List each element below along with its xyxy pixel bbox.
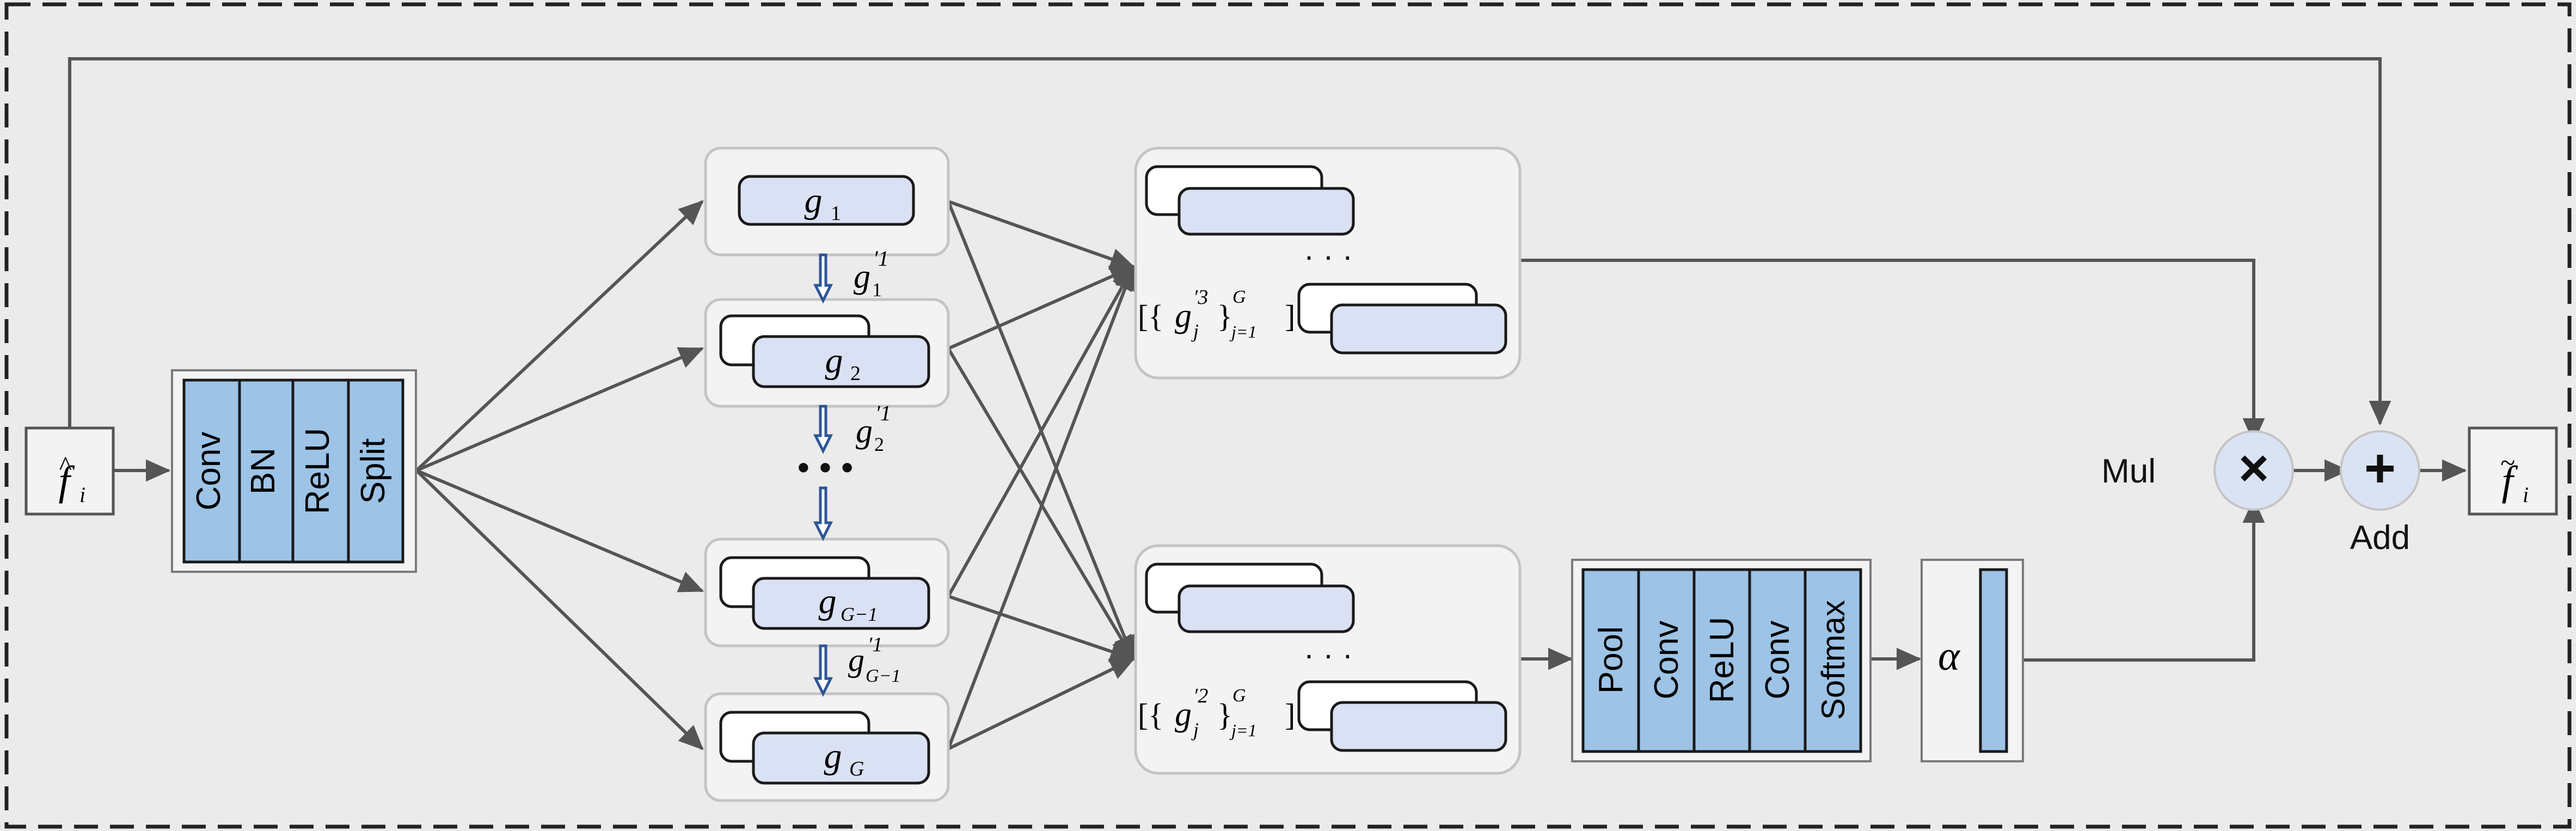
output-node: ~ f i [2468,426,2558,516]
add-label: Add [2350,519,2410,557]
attention-block: Pool Conv ReLU Conv Softmax [1571,559,1872,762]
svg-text:G−1: G−1 [866,666,901,686]
svg-text:g: g [854,258,870,295]
add-icon [2340,430,2420,511]
sequential-arrows [813,253,833,697]
stem-layer-relu: ReLU [299,428,336,515]
group-g1: g 1 [704,146,950,256]
alpha-symbol: α [1938,633,1961,679]
top-set-prime: ′3 [1193,286,1208,309]
input-accent: ^ [58,450,71,481]
transfer-label-2: g ′1 2 [856,401,891,455]
mul-op: × Mul [2101,430,2294,511]
mul-symbol: × [2238,439,2269,497]
seq-arrow-2 [813,405,833,454]
split-to-gG1-arrow [415,469,704,592]
attention-layer-conv-2: Conv [1759,621,1796,700]
add-symbol: + [2364,438,2396,499]
bottom-set-close: } [1217,697,1232,732]
stem-layer-conv: Conv [190,432,228,511]
groups-ellipsis: • • • [798,448,854,487]
alpha-to-mul-arrow [2024,498,2265,662]
svg-text:1: 1 [872,279,882,301]
input-node: ^ f i [24,426,115,516]
stem-block: Conv BN ReLU Split [171,369,417,573]
top-set-close: } [1217,298,1232,334]
gG-base: g [824,736,842,776]
gG-1-sub: G−1 [841,603,878,625]
attention-layer-relu: ReLU [1703,617,1741,704]
output-accent: ~ [2500,447,2514,478]
bottom-set-dots: · · · [1304,637,1353,673]
bottom-set-open: [{ [1138,697,1163,732]
attention-layer-pool: Pool [1592,626,1630,694]
g2-to-top-set [947,265,1136,350]
bottom-set-sup: G [1232,686,1246,706]
input-subscript: i [79,482,85,507]
svg-text:′1: ′1 [868,633,882,656]
gG-1-base: g [819,582,837,621]
alpha-box: α [1921,559,2024,762]
top-set-base: g [1175,297,1192,334]
set-box-top: · · · [{ g ′3 j } G j=1 ] [1134,146,1522,380]
top-set-end: ] [1285,298,1295,334]
attention-layer-softmax: Softmax [1815,600,1851,720]
split-to-gG-arrow [415,469,704,750]
transfer-label-1: g ′1 1 [854,246,889,301]
g2-to-bottom-set [947,347,1135,661]
attention-layer-conv-1: Conv [1648,621,1685,700]
g2-sub: 2 [850,362,861,385]
gG-sub: G [849,757,864,780]
dashed-frame [4,2,2572,829]
g1-to-top-set [948,200,1136,270]
top-set-sup: G [1232,287,1246,307]
svg-text:′1: ′1 [873,246,889,271]
connectors [68,57,2467,750]
bottom-set-base: g [1175,696,1192,733]
stem-layer-split: Split [354,438,392,504]
g1-base: g [805,181,823,221]
bottom-set-lower: j=1 [1229,720,1256,740]
seq-arrow-3 [813,486,833,541]
split-to-g2-arrow [415,347,704,472]
bottom-set-prime: ′2 [1193,685,1208,707]
g2-base: g [825,341,843,381]
svg-text:2: 2 [874,433,884,455]
stem-layer-bn: BN [244,448,282,494]
top-set-dots: · · · [1304,239,1353,274]
group-g2: g 2 [704,298,950,408]
bottom-set-end: ] [1285,697,1295,732]
mul-label: Mul [2101,453,2156,490]
gG-to-top-set [947,265,1136,750]
split-to-g1-arrow [415,200,704,472]
top-set-lower: j=1 [1229,322,1256,341]
svg-text:′1: ′1 [875,401,891,425]
add-op: + Add [2340,430,2420,557]
gG-to-bottom-set [947,657,1136,750]
output-subscript: i [2523,482,2529,507]
seq-arrow-1 [813,253,833,304]
top-set-sub: j [1191,320,1199,342]
skip-connection-arrow [68,57,2391,430]
multiply-icon [2213,430,2294,511]
g1-to-bottom-set [947,200,1136,661]
set-box-bottom: · · · [{ g ′2 j } G j=1 ] [1134,544,1522,775]
group-gG-1: g G−1 [704,537,950,647]
bottom-set-sub: j [1191,719,1199,741]
gG1-to-bottom-set [948,595,1136,662]
group-gG: g G [704,692,950,802]
transfer-label-3: g ′1 G−1 [848,633,901,686]
top-set-to-mul-arrow [1520,259,2265,443]
g1-sub: 1 [831,202,841,225]
seq-arrow-4 [813,644,833,697]
svg-text:g: g [856,413,873,450]
svg-text:g: g [848,642,864,678]
top-set-open: [{ [1138,298,1163,334]
